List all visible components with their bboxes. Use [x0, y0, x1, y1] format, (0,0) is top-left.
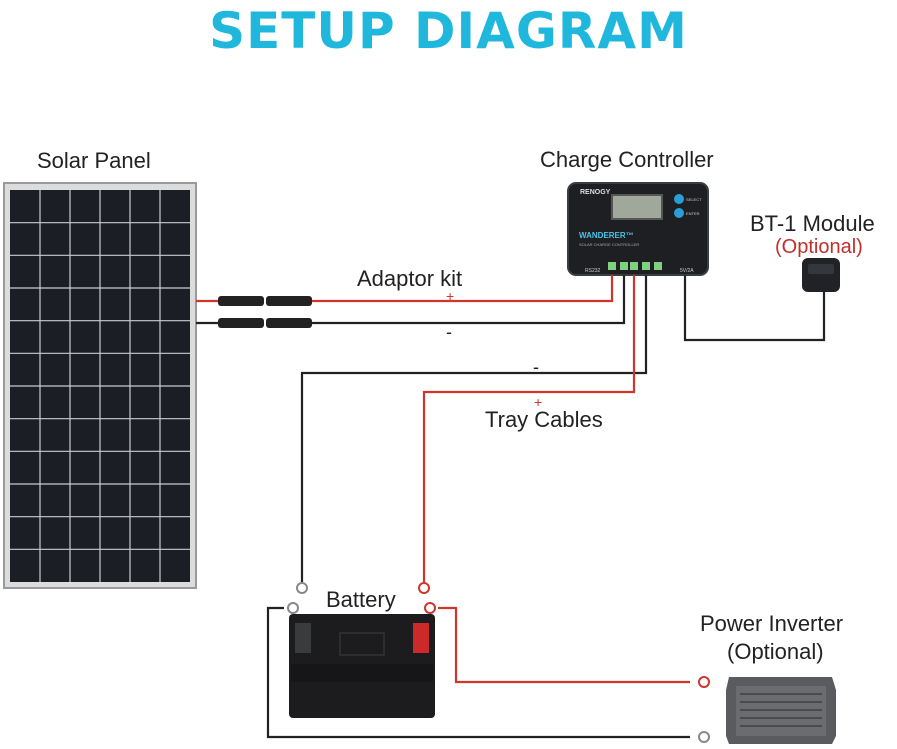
- power-inverter: [726, 677, 836, 744]
- select-label: SELECT: [686, 197, 702, 202]
- inverter-positive-wire: [438, 606, 690, 684]
- tray-minus-sign: -: [533, 357, 539, 377]
- controller-subtitle: SOLAR CHARGE CONTROLLER: [579, 242, 639, 247]
- inverter-negative-wire: [266, 606, 690, 739]
- battery-negative-tray-cable: [300, 275, 648, 582]
- bt-optional-label: (Optional): [775, 236, 863, 258]
- enter-label: ENTER: [686, 211, 700, 216]
- enter-button: [674, 208, 684, 218]
- diagram-title: SETUP DIAGRAM: [209, 2, 688, 60]
- adaptor-plus-sign: +: [446, 288, 455, 304]
- controller-terminal: [642, 262, 650, 270]
- inverter-optional-label: (Optional): [727, 639, 824, 664]
- controller-terminal: [620, 262, 628, 270]
- port-label: RS232: [585, 268, 601, 274]
- tray-plus-sign: +: [534, 394, 543, 410]
- battery-label: Battery: [326, 587, 396, 612]
- battery: [289, 614, 435, 718]
- tray-cables-label: Tray Cables: [485, 407, 603, 432]
- charge-controller-label: Charge Controller: [540, 147, 714, 172]
- power-inverter-label: Power Inverter: [700, 611, 844, 636]
- adaptor-kit-connectors: [218, 296, 312, 328]
- controller-brand: RENOGY: [580, 189, 611, 196]
- pv-positive-wire: [312, 275, 614, 303]
- pv-negative-wire: [312, 275, 626, 325]
- battery-positive-tray-cable: [422, 275, 636, 582]
- select-button: [674, 194, 684, 204]
- wiring: [196, 275, 826, 739]
- controller-terminal: [630, 262, 638, 270]
- solar-panel: [3, 182, 197, 589]
- solar-panel-label: Solar Panel: [37, 148, 151, 173]
- ring-terminals: [287, 582, 710, 743]
- controller-terminal: [654, 262, 662, 270]
- charge-controller: RENOGY WANDERER™ SOLAR CHARGE CONTROLLER…: [567, 182, 709, 276]
- controller-terminal: [608, 262, 616, 270]
- voltage-label: 5V/2A: [680, 268, 694, 274]
- bt-module: [802, 258, 840, 292]
- adaptor-minus-sign: -: [446, 322, 452, 342]
- controller-model: WANDERER™: [579, 231, 634, 240]
- bt-module-label: BT-1 Module: [750, 211, 875, 236]
- bt-cable: [683, 275, 826, 342]
- adaptor-kit-label: Adaptor kit: [357, 266, 463, 291]
